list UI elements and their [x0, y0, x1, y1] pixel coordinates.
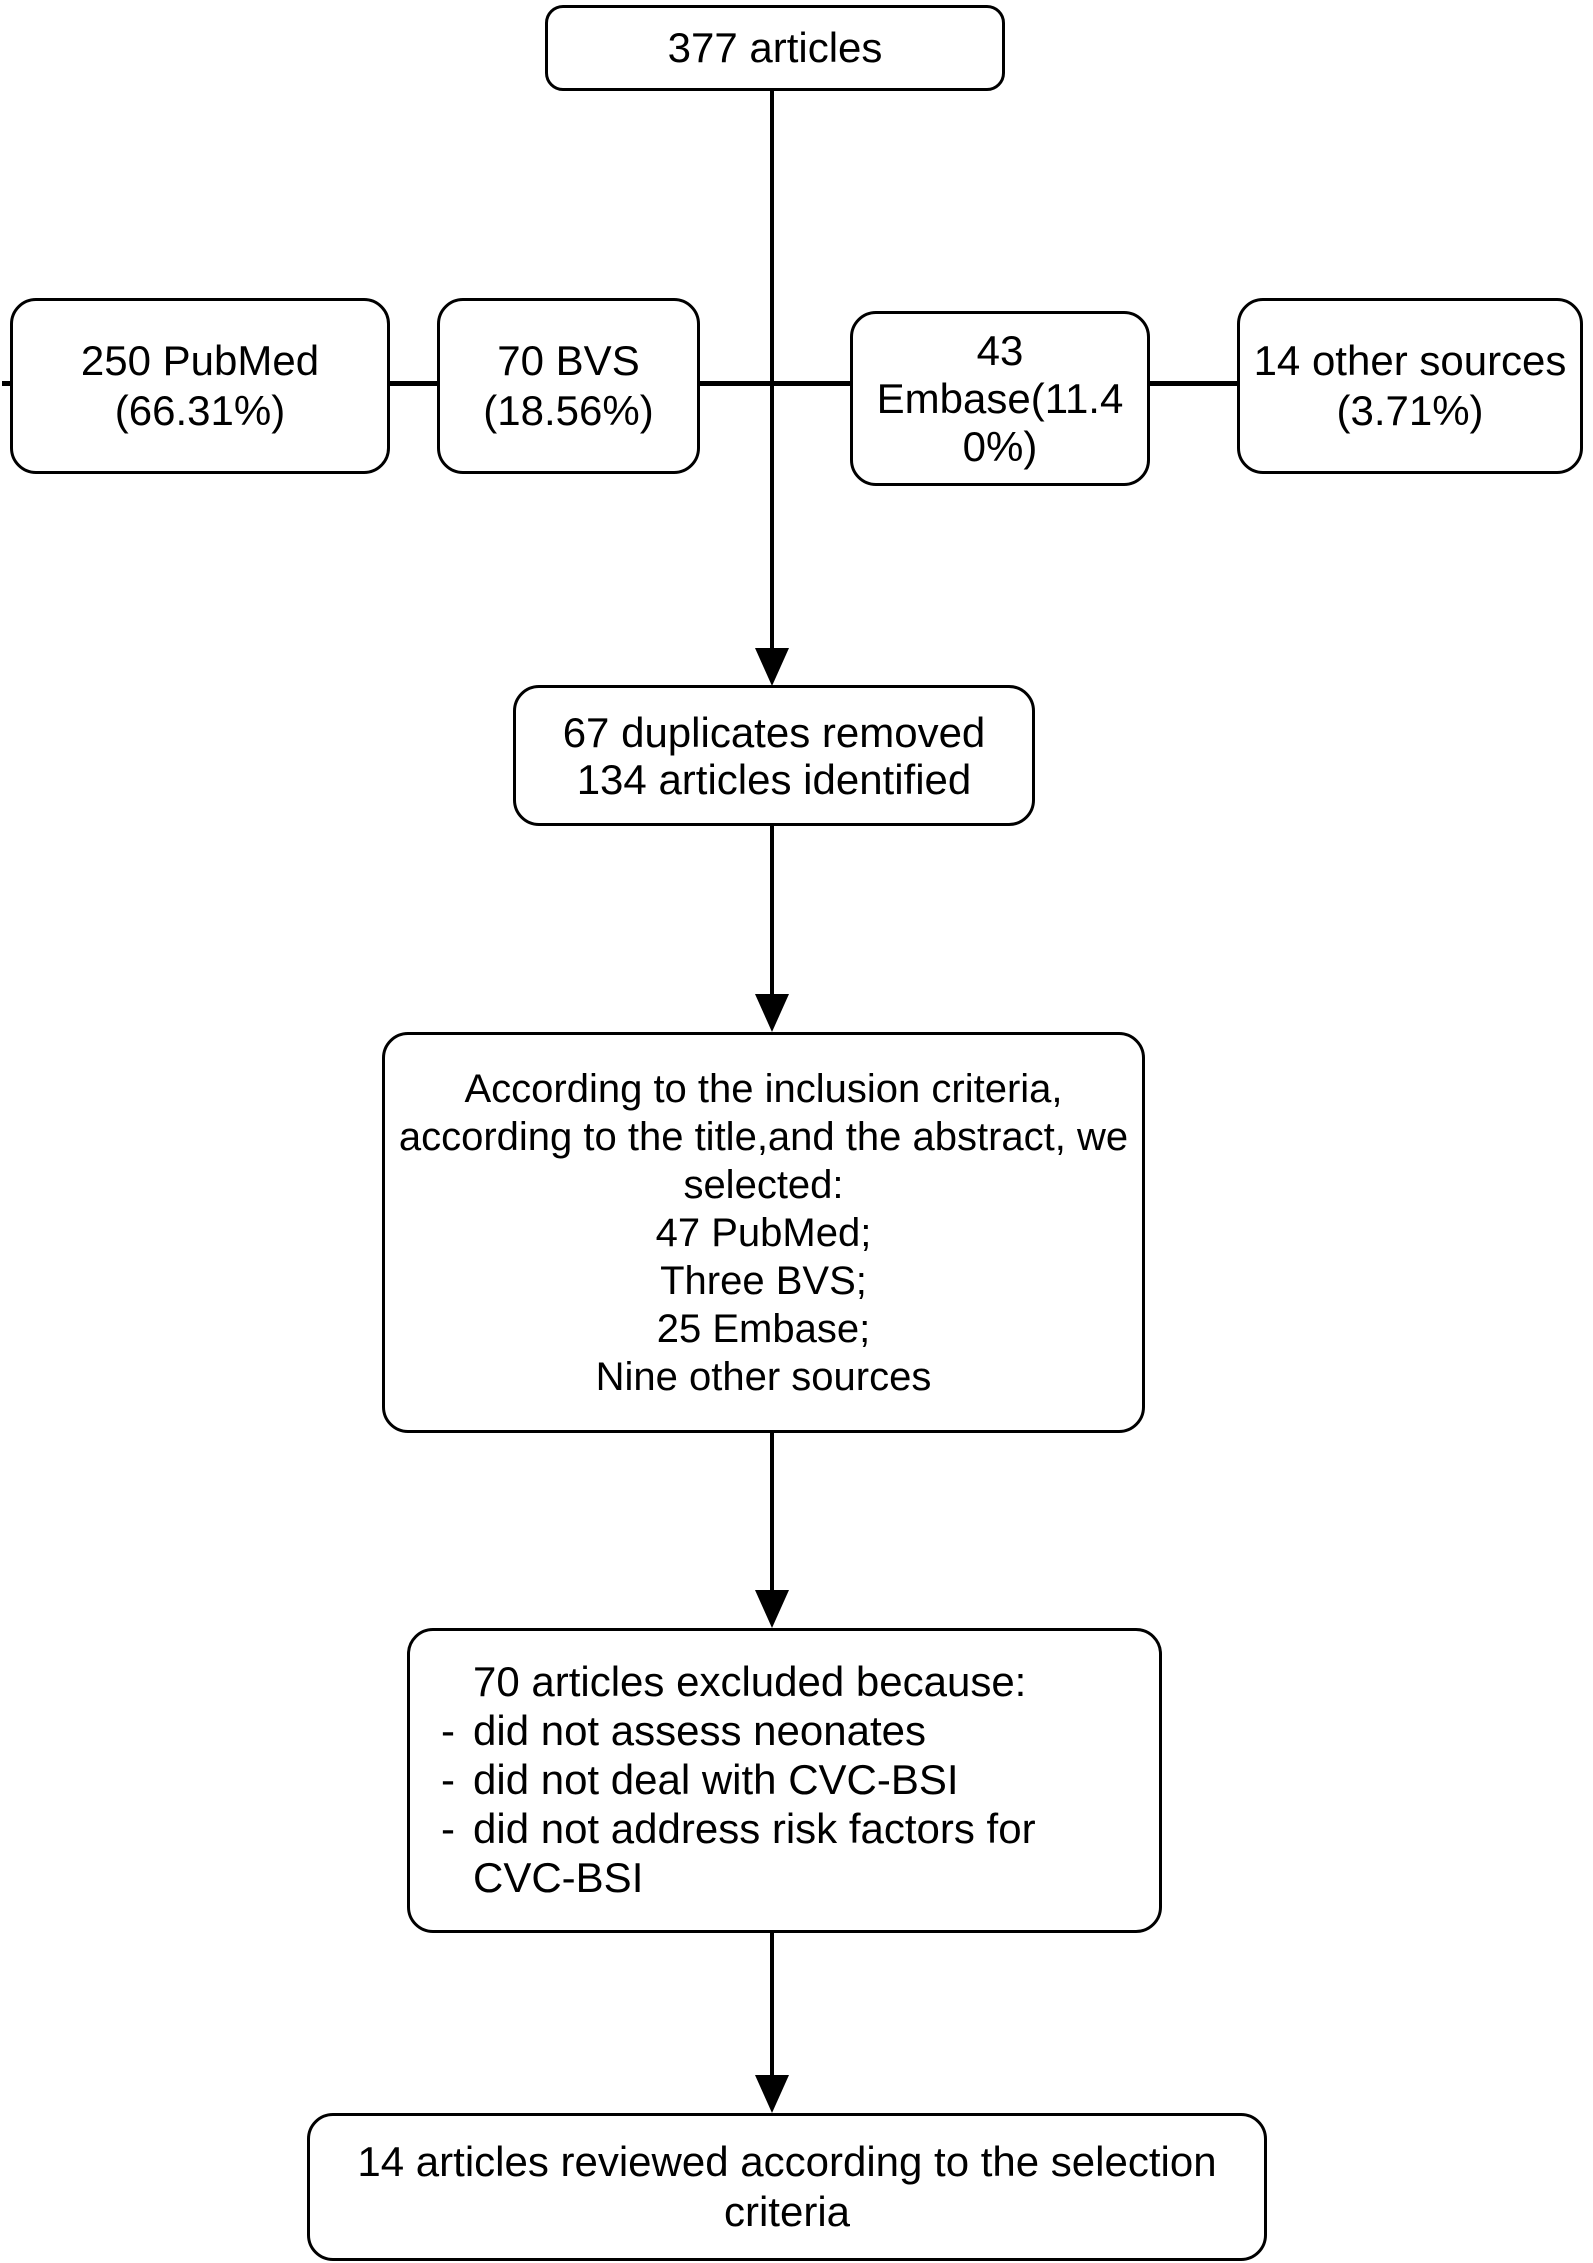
arrowhead-into-excluded — [755, 1590, 789, 1628]
connector-excluded-to-final — [770, 1933, 774, 2077]
inclusion-bvs-selected: Three BVS; — [660, 1258, 867, 1303]
excluded-item-2-text: did not deal with CVC-BSI — [473, 1756, 959, 1803]
inclusion-line-2: according to the title,and the abstract,… — [398, 1114, 1129, 1159]
excluded-item-1: -did not assess neonates — [441, 1706, 1143, 1755]
connector-inclusion-to-excluded — [770, 1433, 774, 1592]
excluded-articles-box: 70 articles excluded because: -did not a… — [407, 1628, 1162, 1933]
duplicates-removed-box: 67 duplicates removed 134 articles ident… — [513, 685, 1035, 826]
final-reviewed-box: 14 articles reviewed according to the se… — [307, 2113, 1267, 2261]
excluded-item-1-text: did not assess neonates — [473, 1707, 926, 1754]
pubmed-percent: (66.31%) — [114, 387, 286, 434]
bullet-dash-icon: - — [441, 1805, 455, 1852]
arrowhead-into-inclusion — [755, 994, 789, 1032]
connector-duplicates-to-inclusion — [770, 826, 774, 996]
duplicates-removed-line: 67 duplicates removed — [562, 708, 986, 756]
other-sources-box: 14 other sources (3.71%) — [1237, 298, 1583, 474]
embase-count: 43 — [976, 326, 1024, 374]
bullet-dash-icon: - — [441, 1707, 455, 1754]
bvs-percent: (18.56%) — [483, 387, 654, 434]
other-sources-count: 14 other sources — [1253, 337, 1567, 384]
pubmed-count: 250 PubMed — [80, 337, 320, 384]
total-articles-box: 377 articles — [545, 5, 1005, 91]
excluded-title: 70 articles excluded because: — [473, 1658, 1027, 1705]
bvs-source-box: 70 BVS (18.56%) — [437, 298, 700, 474]
inclusion-embase-selected: 25 Embase; — [656, 1306, 871, 1351]
inclusion-criteria-box: According to the inclusion criteria, acc… — [382, 1032, 1145, 1433]
inclusion-line-1: According to the inclusion criteria, — [464, 1066, 1063, 1111]
arrowhead-into-duplicates — [755, 648, 789, 686]
final-reviewed-line-1: 14 articles reviewed according to the se… — [357, 2138, 1217, 2185]
bullet-dash-icon: - — [441, 1756, 455, 1803]
excluded-item-3-text: did not address risk factors for CVC-BSI — [473, 1805, 1036, 1901]
total-articles-label: 377 articles — [667, 24, 883, 71]
embase-source-box: 43 Embase(11.4 0%) — [850, 311, 1150, 486]
inclusion-other-selected: Nine other sources — [595, 1354, 932, 1399]
inclusion-pubmed-selected: 47 PubMed; — [655, 1210, 872, 1255]
embase-percent: 0%) — [962, 422, 1038, 470]
other-sources-percent: (3.71%) — [1336, 387, 1484, 434]
embase-label: Embase(11.4 — [876, 374, 1124, 422]
arrowhead-into-final — [755, 2075, 789, 2113]
pubmed-source-box: 250 PubMed (66.31%) — [10, 298, 390, 474]
excluded-item-3: -did not address risk factors for CVC-BS… — [441, 1804, 1143, 1902]
bvs-count: 70 BVS — [497, 337, 640, 384]
articles-identified-line: 134 articles identified — [576, 755, 972, 803]
inclusion-line-3: selected: — [683, 1162, 844, 1207]
excluded-item-2: -did not deal with CVC-BSI — [441, 1755, 1143, 1804]
connector-total-to-duplicates — [770, 91, 774, 648]
final-reviewed-line-2: criteria — [723, 2188, 851, 2235]
